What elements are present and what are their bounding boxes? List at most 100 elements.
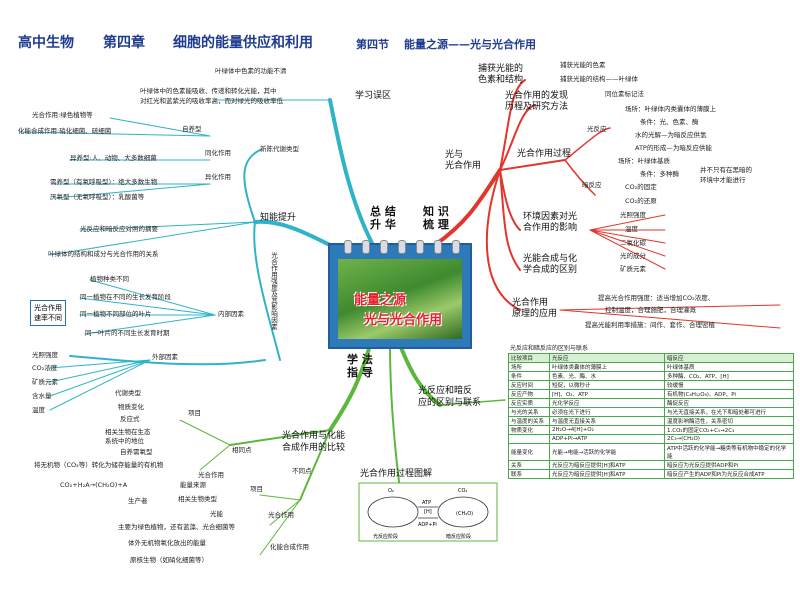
external-4: 含水量 xyxy=(32,392,52,400)
dark-5: 并不只有在黑暗的 环境中才能进行 xyxy=(700,166,752,184)
env-5: 矿质元素 xyxy=(620,265,646,273)
chemo-diff-title: 光能合成与化 学合成的区别 xyxy=(523,254,578,275)
light-3: 水的光解—为暗反应供氢 xyxy=(635,131,707,139)
dissimilation: 异化作用 xyxy=(205,173,231,181)
compare-cell: 短促，以微秒计 xyxy=(549,380,665,390)
same-2: 物质变化 xyxy=(118,403,144,411)
external-factor: 外部因素 xyxy=(152,353,178,361)
compare-cell: 暗反应 xyxy=(664,353,794,363)
light-reaction: 光反应 xyxy=(587,125,607,133)
process-diagram: ATP ADP+Pi O₂ CO₂ [H] (CH₂O) 光反应阶段 暗反应阶段 xyxy=(358,482,498,542)
compare-row: 反应时间短促，以微秒计较缓慢 xyxy=(508,380,794,390)
discovery-1: 同位素标记法 xyxy=(605,90,644,98)
branch-comparison xyxy=(328,343,372,432)
same-photo-2: 将无机物（CO₂等）转化为储存能量的有机物 xyxy=(34,461,164,469)
compare-table-title: 光反应和暗反应的区别与联系 xyxy=(510,345,589,352)
env-title: 环境因素对光 合作用的影响 xyxy=(523,212,578,233)
compare-cell: [H]、O₂、ATP xyxy=(549,389,665,399)
pd-light: 光反应阶段 xyxy=(373,533,398,540)
compare-cell: 酶促反应 xyxy=(664,398,794,408)
dark-4: CO₂的还原 xyxy=(625,197,657,205)
diff-1: 能量来源 xyxy=(180,481,206,489)
apply-2: 控制温度，合理施肥，合理灌溉 xyxy=(605,306,696,314)
compare-cell: 光能→电能→活跃的化学能 xyxy=(549,443,665,461)
internal-4: 同一叶片的不同生长发育时期 xyxy=(85,329,170,337)
pd-adp: ADP+Pi xyxy=(418,522,437,528)
compare-cell: 暗反应产生的ADP和Pi为光反应合成ATP xyxy=(664,469,794,479)
compare-cell: 场所 xyxy=(508,362,550,372)
light-4: ATP的形成—为暗反应供能 xyxy=(635,144,712,152)
center-card: 能量之源 光与光合作用 xyxy=(328,240,472,349)
study-errors-title: 学习误区 xyxy=(355,91,392,101)
process-diagram-title: 光合作用过程图解 xyxy=(360,469,433,479)
compare-row: 与温度的关系与温度无直接关系温度影响酶活性，关系密切 xyxy=(508,416,794,426)
compare-row: 场所叶绿体类囊体的薄膜上叶绿体基质 xyxy=(508,362,794,372)
anaerobic: 厌氧型（无氧呼吸型）：乳酸菌等 xyxy=(50,193,145,201)
diff-project: 项目 xyxy=(250,485,263,493)
leaf-photo xyxy=(338,259,462,339)
compare-cell: 联系 xyxy=(508,469,550,479)
external-5: 温度 xyxy=(32,406,45,414)
same-4: 相关生物在生态 系统中的地位 xyxy=(105,428,151,445)
internal-3: 同一植物不同部位的叶片 xyxy=(80,310,152,318)
compare-cell: 与光无直接关系，在光下和暗处都可进行 xyxy=(664,407,794,417)
metabolism-type: 新陈代谢类型 xyxy=(260,145,299,153)
discovery-title: 光合作用的发现 历程及研究方法 xyxy=(505,91,569,112)
compare-cell: 温度影响酶活性，关系密切 xyxy=(664,416,794,426)
header-chapter: 第四章 xyxy=(103,35,145,51)
env-3: 二氧化碳 xyxy=(620,239,646,247)
diff-points: 不同点 xyxy=(292,467,312,475)
compare-cell: 与温度无直接关系 xyxy=(549,416,665,426)
compare-row: 条件色素、光、酶、水多种酶、CO₂、ATP、[H] xyxy=(508,371,794,381)
same-3: 反应式 xyxy=(120,415,140,423)
pd-atp: ATP xyxy=(422,500,431,506)
study-error-3: 对红光和蓝紫光的吸收率高，而对绿光的吸收率低 xyxy=(140,97,283,105)
apply-1: 提高光合作用强度：适当增加CO₂浓度、 xyxy=(598,294,715,302)
branch-photosynthesis xyxy=(433,168,502,247)
env-4: 光的成分 xyxy=(620,252,646,260)
dark-reaction: 暗反应 xyxy=(582,181,602,189)
same-points: 相同点 xyxy=(232,446,252,454)
study-error-1: 叶绿体中色素的功能不清 xyxy=(215,67,287,75)
compare-cell: 暗反应为光反应提供ADP和Pi xyxy=(664,460,794,470)
header-chapter-title: 细胞的能量供应和利用 xyxy=(173,35,313,51)
diff-photo: 光合作用 xyxy=(268,511,294,519)
external-3: 矿质元素 xyxy=(32,378,58,386)
diff-chemo-2: 原核生物（如硝化细菌等） xyxy=(130,556,208,564)
hub-knowledge: 知 识 梳 理 xyxy=(423,205,449,231)
pigment-1: 捕获光能的色素 xyxy=(560,61,606,69)
same-photo-3: CO₂+H₂A→(CH₂O)+A xyxy=(60,481,128,489)
pd-dark: 暗反应阶段 xyxy=(446,533,471,540)
branch-compare xyxy=(398,343,442,407)
compare-cell: 光反应为暗反应提供[H]和ATP xyxy=(549,469,665,479)
heterotroph: 异养型:人、动物、大多数细菌 xyxy=(70,154,157,162)
compare-cell: 叶绿体基质 xyxy=(664,362,794,372)
compare-cell: 光反应 xyxy=(549,353,665,363)
chloroplast-structure: 叶绿体的结构和成分与光合作用的关系 xyxy=(48,250,159,258)
dark-1: 场所：叶绿体基质 xyxy=(618,157,670,165)
compare-cell xyxy=(508,434,550,444)
hub-method: 学 法 指 导 xyxy=(347,353,373,379)
photo-auto: 光合作用:绿色植物等 xyxy=(32,111,93,119)
same-photo: 光合作用 xyxy=(198,471,224,479)
compare-cell: 2H₂O→4[H]+O₂ xyxy=(549,425,665,435)
header-section-title: 能量之源——光与光合作用 xyxy=(404,38,536,51)
compare-cell: 与温度的关系 xyxy=(508,416,550,426)
compare-cell: 条件 xyxy=(508,371,550,381)
light-1: 场所：叶绿体内类囊体的薄膜上 xyxy=(625,105,716,113)
apply-3: 提高光能利用率措施：间作、套作、合理密植 xyxy=(585,321,715,329)
center-title-2: 光与光合作用 xyxy=(364,313,443,328)
env-2: 温度 xyxy=(625,225,638,233)
compare-cell: 光反应为暗反应提供[H]和ATP xyxy=(549,460,665,470)
diff-photo-1: 光能 xyxy=(210,510,223,518)
compare-row: 与光的关系必须在光下进行与光无直接关系，在光下和暗处都可进行 xyxy=(508,407,794,417)
compare-cell: ATP中活跃的化学能→糖类等有机物中稳定的化学能 xyxy=(664,443,794,461)
compare-cell: 反应时间 xyxy=(508,380,550,390)
internal-factor: 内部因素 xyxy=(218,310,244,318)
compare-cell: 物质变化 xyxy=(508,425,550,435)
same-project: 项目 xyxy=(188,409,201,417)
same-photo-1: 自养需氧型 xyxy=(120,448,153,456)
